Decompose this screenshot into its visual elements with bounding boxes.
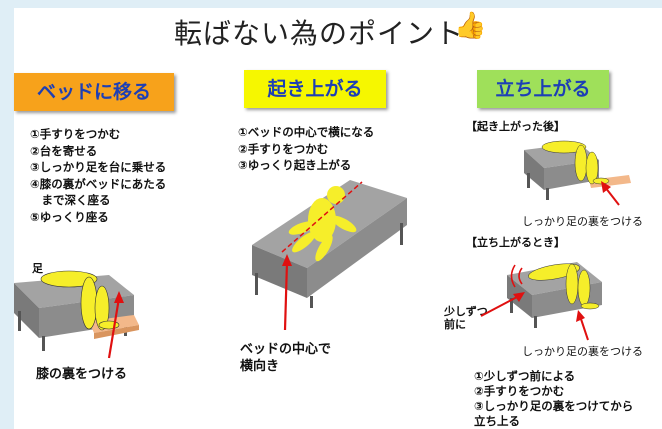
bed-step: ②台を寄せる (30, 143, 98, 158)
situp-caption-line2: 横向き (240, 359, 280, 374)
bed-step: ④膝の裏がベッドにあたる (30, 176, 167, 191)
situp-caption: ベッドの中心で 横向き (240, 341, 331, 375)
forward-arrow (480, 292, 525, 317)
forward-label-line1: 少しずつ (444, 305, 488, 318)
foot-label: 足 (32, 262, 43, 275)
situp-step: ②手すりをつかむ (238, 141, 329, 156)
standup-step: ③しっかり足の裏をつけてから (474, 399, 634, 413)
section-header-situp: 起き上がる (244, 70, 386, 108)
standup-step: ②手すりをつかむ (474, 384, 565, 398)
section-header-bed: ベッドに移る (14, 73, 174, 111)
standup-steps-list: ①少しずつ前による ②手すりをつかむ ③しっかり足の裏をつけてから 立ち上る (474, 369, 633, 429)
thumbs-up-icon: 👍 (454, 11, 487, 41)
situp-step: ③ゆっくり起き上がる (238, 158, 352, 172)
during-standup-caption: しっかり足の裏をつける (522, 345, 643, 358)
situp-caption-line1: ベッドの中心で (240, 342, 332, 357)
during-standup-label: 【立ち上がるとき】 (466, 236, 565, 249)
section-header-standup: 立ち上がる (477, 70, 609, 108)
bed-step: ⑤ゆっくり座る (30, 209, 109, 224)
bed-caption: 膝の裏をつける (36, 367, 128, 382)
situp-steps-list: ①ベッドの中心で横になる ②手すりをつかむ ③ゆっくり起き上がる (238, 124, 374, 174)
bed-steps-list: ①手すりをつかむ ②台を寄せる ③しっかり足を台に乗せる ④膝の裏がベッドにあた… (30, 126, 166, 225)
situp-step: ①ベッドの中心で横になる (238, 125, 375, 139)
standup-step: ①少しずつ前による (474, 369, 576, 383)
bed-sitting-illustration (14, 270, 139, 359)
forward-label-line2: 前に (444, 318, 466, 331)
bed-edge-sitting-illustration (524, 140, 631, 206)
bed-step: ③しっかり足を台に乗せる (30, 160, 167, 174)
forward-label: 少しずつ 前に (444, 305, 488, 331)
after-situp-label: 【起き上がった後】 (466, 120, 565, 133)
standup-step: 立ち上る (474, 414, 520, 428)
bed-step: ①手すりをつかむ (30, 127, 121, 141)
after-situp-caption: しっかり足の裏をつける (522, 215, 643, 228)
bed-step: まで深く座る (30, 193, 111, 207)
bed-lying-illustration (252, 180, 407, 331)
page-title: 転ばない為のポイント (174, 17, 465, 50)
